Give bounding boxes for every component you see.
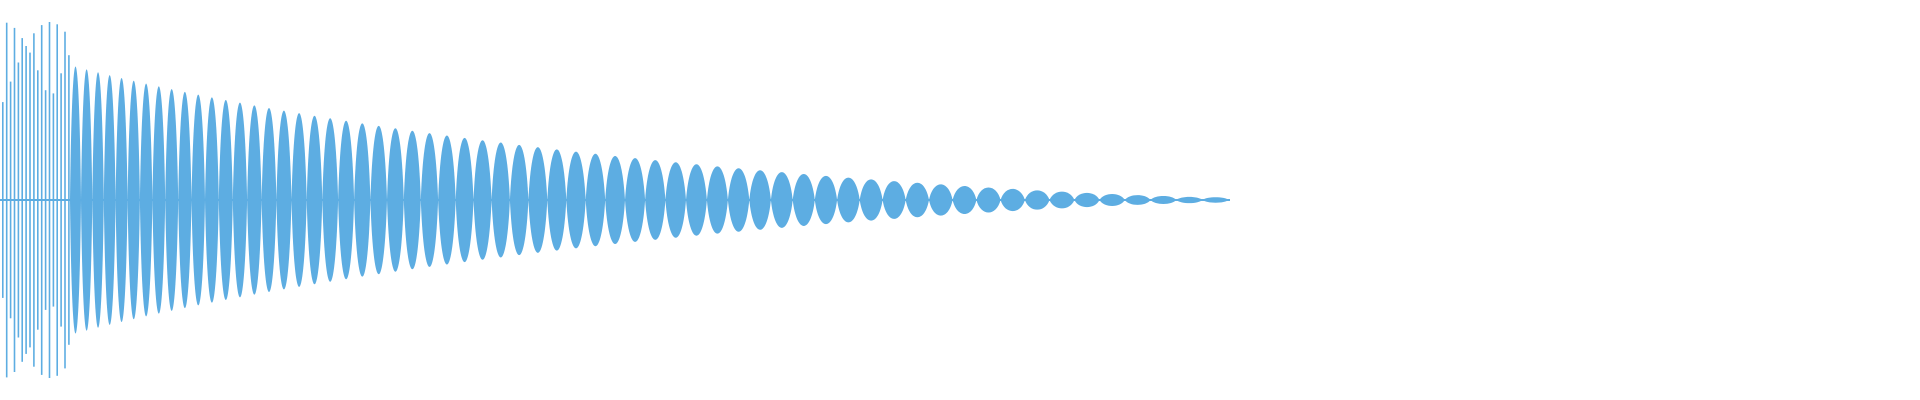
waveform-spike xyxy=(56,24,58,376)
waveform-spike xyxy=(48,22,51,378)
waveform-lobe xyxy=(103,75,116,325)
waveform-lobe xyxy=(814,175,838,225)
waveform-lobe xyxy=(1150,196,1177,204)
waveform-lobe xyxy=(547,149,567,251)
waveform-spike xyxy=(13,27,16,373)
waveform-spike xyxy=(60,73,62,327)
waveform-spike xyxy=(2,102,4,298)
waveform-lobe xyxy=(338,120,355,280)
waveform-spike xyxy=(5,22,8,378)
waveform-lobe xyxy=(566,151,586,249)
waveform-lobe xyxy=(929,184,953,216)
waveform-lobe xyxy=(152,86,166,314)
waveform-lobe xyxy=(354,123,371,277)
waveform-spike xyxy=(25,46,27,354)
waveform-spike xyxy=(68,55,70,345)
waveform-lobe xyxy=(473,140,492,260)
waveform-spike xyxy=(33,33,35,367)
waveform-lobe xyxy=(438,135,456,265)
waveform-lobe xyxy=(859,179,883,221)
waveform-lobe xyxy=(322,118,339,282)
waveform-lobe xyxy=(605,155,625,245)
waveform-lobe xyxy=(770,172,793,228)
waveform-lobe xyxy=(749,170,771,230)
waveform-lobe xyxy=(1099,194,1125,206)
waveform-spike xyxy=(17,62,20,338)
waveform-lobe xyxy=(232,102,248,298)
waveform-spike xyxy=(21,38,23,362)
waveform-lobe xyxy=(1176,196,1203,204)
waveform-lobe xyxy=(276,110,292,290)
waveform-lobe xyxy=(306,115,323,285)
waveform-lobe xyxy=(837,177,860,223)
waveform-lobe xyxy=(403,130,421,270)
waveform-lobe xyxy=(528,147,548,253)
waveform-lobe xyxy=(491,142,510,258)
waveform-lobe xyxy=(905,182,929,218)
waveform-lobe xyxy=(370,125,387,275)
waveform-lobe xyxy=(882,181,906,219)
waveform-lobe xyxy=(455,137,474,263)
waveform-lobe xyxy=(70,66,81,334)
waveform-lobe xyxy=(1024,190,1050,210)
waveform-lobes xyxy=(2,22,1229,378)
waveform-lobe xyxy=(420,133,439,267)
waveform-lobe xyxy=(81,69,93,331)
waveform-spike xyxy=(29,52,31,348)
waveform-lobe xyxy=(1049,191,1075,209)
waveform-lobe xyxy=(139,83,153,317)
waveform-lobe xyxy=(247,105,262,295)
waveform-lobe xyxy=(291,113,307,287)
waveform-spike xyxy=(37,70,39,330)
waveform-lobe xyxy=(686,164,707,236)
waveform-lobe xyxy=(191,94,205,306)
waveform-lobe xyxy=(645,160,666,240)
waveform-lobe xyxy=(976,187,1001,213)
waveform-spike xyxy=(52,93,55,307)
waveform-lobe xyxy=(727,168,750,232)
waveform-spike xyxy=(44,90,47,310)
waveform-lobe xyxy=(165,89,179,311)
waveform-lobe xyxy=(585,153,606,247)
waveform-lobe xyxy=(178,91,192,309)
waveform-lobe xyxy=(387,128,404,272)
waveform-spike xyxy=(64,31,66,369)
waveform-lobe xyxy=(127,80,140,320)
waveform-lobe xyxy=(665,162,686,238)
waveform-lobe xyxy=(509,144,529,256)
waveform-spike xyxy=(40,25,43,375)
waveform-lobe xyxy=(1124,195,1151,205)
waveform-lobe xyxy=(1000,188,1025,212)
waveform-lobe xyxy=(1202,197,1229,203)
waveform-lobe xyxy=(92,72,104,328)
waveform-lobe xyxy=(115,77,128,323)
waveform-spike xyxy=(9,81,12,319)
waveform-lobe xyxy=(205,97,219,303)
waveform-lobe xyxy=(625,158,646,242)
waveform-lobe xyxy=(792,174,815,226)
waveform-lobe xyxy=(952,185,977,215)
waveform-lobe xyxy=(218,100,233,300)
waveform-lobe xyxy=(706,166,728,234)
waveform-lobe xyxy=(261,107,277,293)
waveform-lobe xyxy=(1074,192,1100,208)
